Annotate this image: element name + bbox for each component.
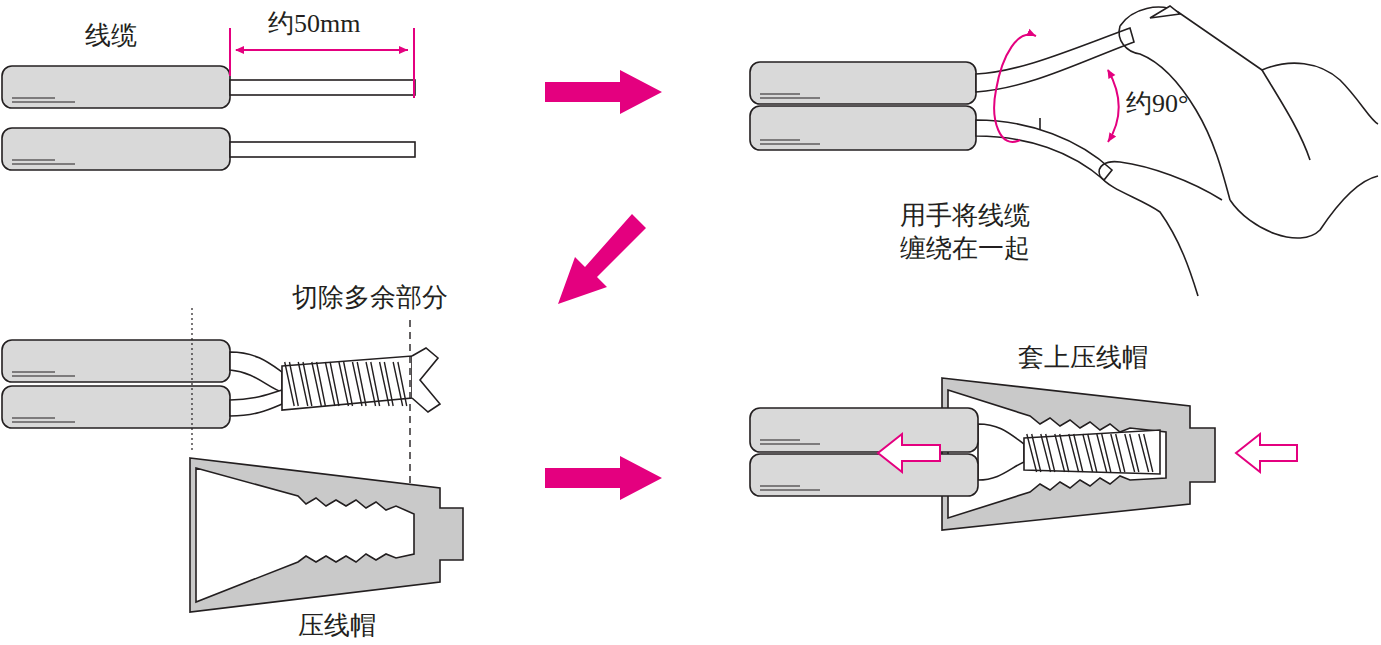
- illustration-stroke: [760, 440, 820, 490]
- step-note: 套上压线帽: [1018, 342, 1148, 375]
- illustration-stroke: [2, 66, 415, 170]
- step-note: 切除多余部分: [292, 282, 448, 315]
- angle-label: 约90°: [1126, 88, 1188, 121]
- illustration-stroke: [1236, 434, 1297, 472]
- illustration-stroke: [1230, 176, 1378, 238]
- part-name: 压线帽: [298, 610, 376, 643]
- illustration-stroke: [750, 408, 978, 452]
- illustration-stroke: [994, 35, 1036, 142]
- illustration-stroke: [285, 362, 407, 406]
- illustration-stroke: [750, 6, 1378, 296]
- illustration-stroke: [12, 372, 75, 422]
- illustration-stroke: [545, 70, 662, 114]
- illustration-stroke: [190, 458, 463, 612]
- illustration-stroke: [545, 70, 662, 500]
- illustration-stroke: [1119, 26, 1230, 200]
- illustration-stroke: [948, 390, 1166, 518]
- illustration-stroke: [1262, 70, 1310, 160]
- illustration-stroke: [2, 340, 440, 428]
- step-note: 用手将线缆 缠绕在一起: [900, 200, 1038, 265]
- illustration-stroke: [994, 35, 1118, 142]
- illustration-stroke: [1100, 176, 1198, 296]
- illustration-stroke: [393, 362, 407, 406]
- illustration-stroke: [1108, 70, 1119, 142]
- illustration-stroke: [1150, 6, 1180, 18]
- illustration-stroke: [1024, 430, 1160, 474]
- illustration-stroke: [1027, 434, 1153, 472]
- illustration-stroke: [750, 378, 1215, 530]
- illustration-stroke: [298, 362, 312, 406]
- illustration-stroke: [1139, 434, 1153, 472]
- illustration-stroke: [1125, 434, 1139, 472]
- illustration-stroke: [230, 80, 415, 95]
- illustration-stroke: [976, 28, 1134, 92]
- illustration-stroke: [380, 362, 394, 406]
- illustration-stroke: [878, 434, 940, 472]
- illustration-stroke: [1083, 434, 1097, 472]
- illustration-stroke: [230, 142, 415, 157]
- illustration-stroke: [285, 362, 299, 406]
- illustration-stroke: [312, 362, 326, 406]
- illustration-stroke: [412, 348, 440, 412]
- illustration-stroke: [339, 362, 353, 406]
- illustration-stroke: [1069, 434, 1083, 472]
- illustration-stroke: [1111, 434, 1125, 472]
- illustration-stroke: [978, 424, 1024, 480]
- illustration-stroke: [230, 352, 282, 392]
- illustration-stroke: [230, 28, 414, 98]
- illustration-stroke: [325, 362, 339, 406]
- illustration-stroke: [1039, 118, 1041, 130]
- part-name: 线缆: [85, 20, 137, 53]
- dimension-label: 约50mm: [268, 8, 360, 41]
- illustration-stroke: [878, 434, 1297, 472]
- illustration-stroke: [282, 356, 412, 410]
- illustration-stroke: [230, 390, 282, 416]
- illustration-stroke: [366, 362, 380, 406]
- illustration-stroke: [1041, 434, 1055, 472]
- illustration-stroke: [229, 28, 231, 76]
- illustration-stroke: [1055, 434, 1069, 472]
- illustration-stroke: [976, 120, 1112, 180]
- illustration-stroke: [1027, 434, 1041, 472]
- illustration-stroke: [190, 458, 463, 612]
- illustration-stroke: [942, 378, 1215, 530]
- illustration-stroke: [196, 468, 414, 602]
- illustration-stroke: [1099, 162, 1222, 200]
- illustration-stroke: [1097, 434, 1111, 472]
- illustration-stroke: [545, 456, 662, 500]
- illustration-stroke: [236, 49, 408, 51]
- illustration-stroke: [413, 28, 415, 98]
- illustration-stroke: [12, 98, 75, 164]
- illustration-stroke: [558, 214, 646, 304]
- illustration-stroke: [760, 94, 820, 144]
- illustration-stroke: [352, 362, 366, 406]
- illustration-stroke: [191, 308, 192, 452]
